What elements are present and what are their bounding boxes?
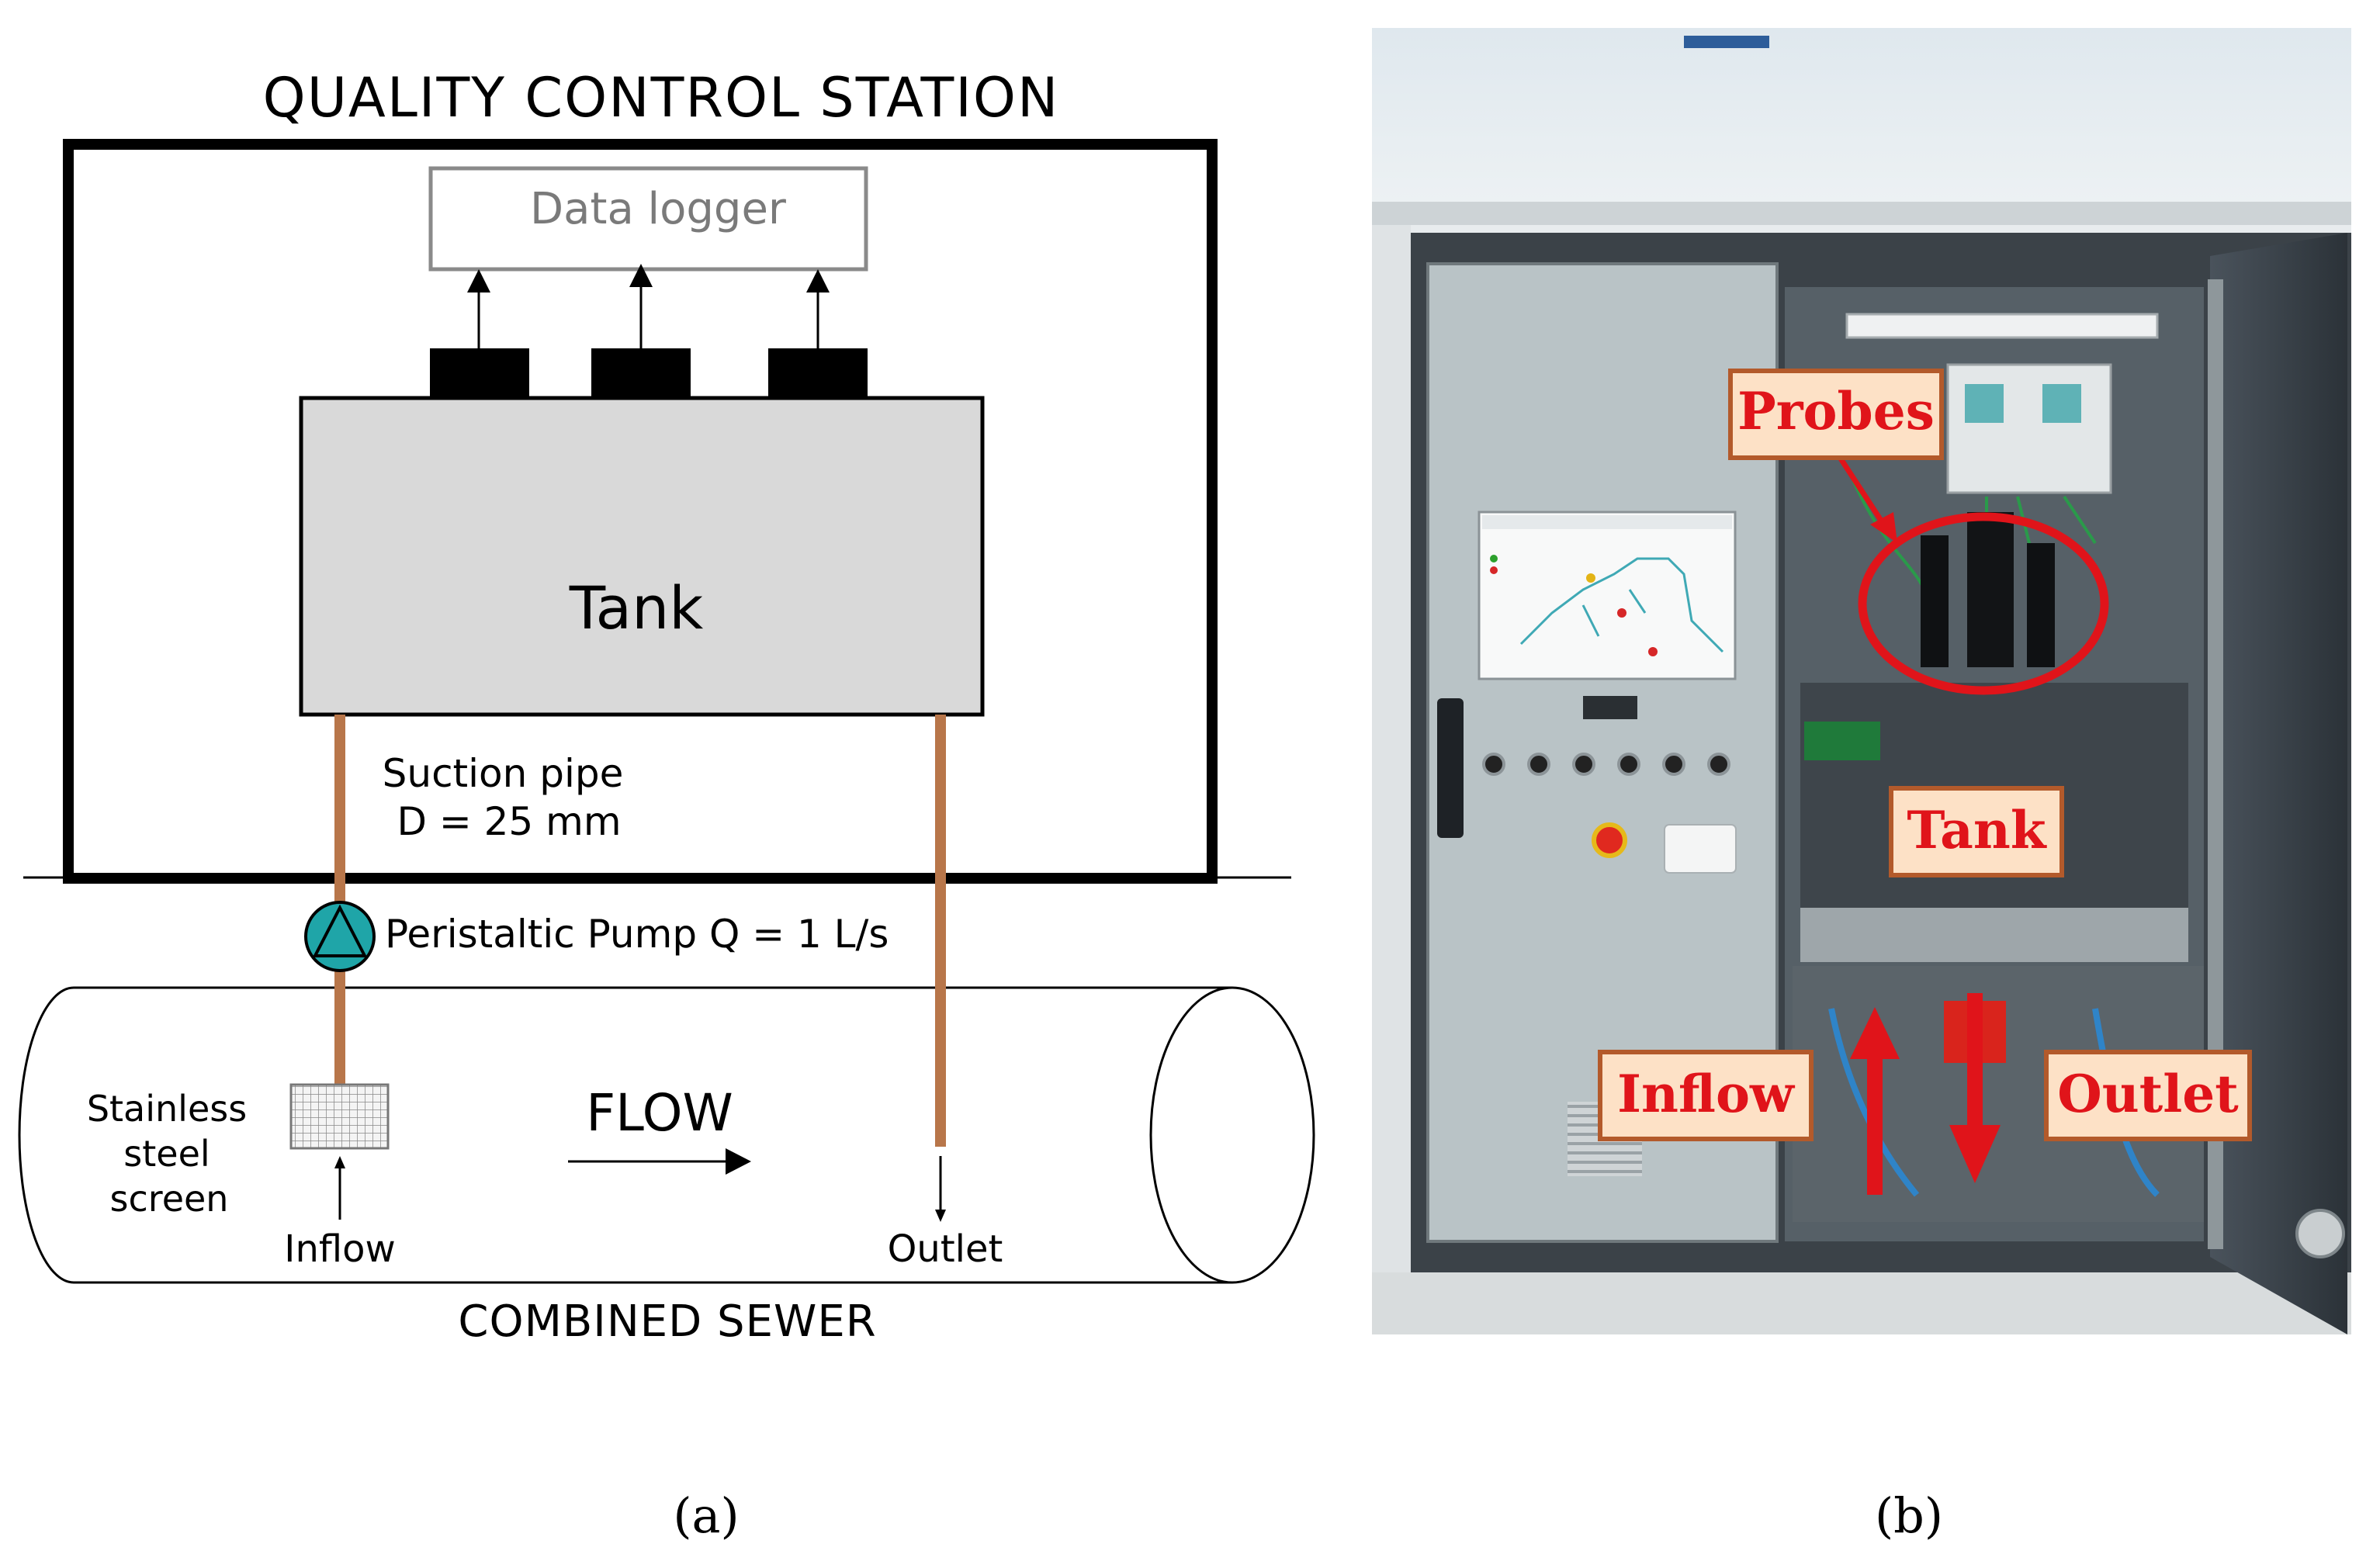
caption-b: (b) bbox=[1875, 1487, 1943, 1544]
pump-label: Peristaltic Pump Q = 1 L/s bbox=[385, 912, 889, 957]
controller-screen-2 bbox=[2042, 384, 2081, 423]
inflow-arrowhead bbox=[334, 1156, 345, 1168]
callout-tank: Tank bbox=[1889, 786, 2064, 877]
callout-probes: Probes bbox=[1728, 369, 1944, 460]
screen-label-3: screen bbox=[110, 1178, 229, 1220]
schematic-poster bbox=[1477, 511, 1737, 680]
poster-header bbox=[1482, 515, 1732, 529]
peristaltic-pump-icon bbox=[304, 901, 376, 972]
inflow-arrow-shaft bbox=[1867, 1055, 1883, 1195]
bottom-sill bbox=[1372, 1272, 2351, 1334]
white-enclosure-box bbox=[1664, 824, 1737, 874]
callout-inflow: Inflow bbox=[1598, 1050, 1814, 1141]
probe-3 bbox=[768, 348, 868, 400]
screen-label-1: Stainless bbox=[87, 1088, 247, 1130]
probe-1 bbox=[430, 348, 529, 400]
roof-band bbox=[1372, 28, 2351, 222]
right-door-frame bbox=[2208, 279, 2223, 1249]
poster-indicator-yellow bbox=[1586, 573, 1595, 583]
controller-screen-1 bbox=[1965, 384, 2004, 423]
left-wall bbox=[1372, 225, 1411, 1334]
poster-diagram-lines bbox=[1519, 557, 1724, 653]
callout-outlet: Outlet bbox=[2044, 1050, 2252, 1141]
tank-badge bbox=[1804, 722, 1880, 760]
inflow-arrow-head bbox=[1850, 1007, 1900, 1059]
probes-highlight-ring bbox=[1858, 512, 2109, 695]
outlet-arrowhead bbox=[935, 1210, 946, 1222]
outlet-label: Outlet bbox=[888, 1227, 1003, 1271]
roof-shadow bbox=[1372, 202, 2351, 225]
tank bbox=[299, 396, 985, 717]
callout-tank-label: Tank bbox=[1907, 800, 2047, 860]
poster-indicator-green bbox=[1490, 555, 1498, 562]
outlet-arrow-shaft bbox=[1967, 993, 1983, 1129]
panel-display bbox=[1583, 696, 1637, 719]
data-logger-box bbox=[428, 166, 868, 272]
panel-b-photo: Probes Tank Inflow Outlet (b) bbox=[1372, 28, 2351, 1544]
station-title: QUALITY CONTROL STATION bbox=[263, 66, 1060, 130]
probe-2 bbox=[591, 348, 691, 400]
suction-pipe-label-2: D = 25 mm bbox=[397, 799, 621, 844]
panel-a-diagram: QUALITY CONTROL STATION Data logger Tank… bbox=[18, 66, 1315, 1544]
callout-probes-label: Probes bbox=[1737, 381, 1935, 441]
cabinet-light bbox=[1845, 313, 2159, 339]
probes-pointer bbox=[1837, 455, 1888, 529]
probes-in-photo bbox=[1921, 512, 2055, 667]
tank-label: Tank bbox=[569, 573, 704, 642]
poster-indicator-red bbox=[1490, 566, 1498, 574]
flow-arrowhead bbox=[726, 1148, 751, 1175]
probes-pointer-head bbox=[1870, 512, 1897, 543]
caption-a: (a) bbox=[673, 1487, 739, 1544]
outlet-arrow-head bbox=[1949, 1125, 2001, 1183]
panel-buttons bbox=[1482, 753, 1730, 776]
door-handle bbox=[1437, 698, 1464, 838]
right-door-vent bbox=[2295, 1209, 2345, 1258]
probe-controllers bbox=[1946, 363, 2112, 494]
emergency-stop-button bbox=[1592, 822, 1627, 858]
sewer-pipe-body bbox=[18, 986, 1232, 1284]
steel-screen-icon bbox=[289, 1083, 390, 1150]
poster-indicator-red-2 bbox=[1617, 608, 1626, 618]
poster-indicator-red-3 bbox=[1648, 647, 1658, 656]
pump-triangle bbox=[312, 904, 368, 957]
suction-pipe-label-1: Suction pipe bbox=[383, 751, 624, 796]
sewer-label: COMBINED SEWER bbox=[458, 1296, 876, 1347]
screen-label-2: steel bbox=[123, 1133, 210, 1175]
right-door bbox=[2210, 233, 2347, 1334]
flow-label: FLOW bbox=[586, 1083, 733, 1143]
roof-top-accent bbox=[1684, 36, 1769, 48]
sewer-pipe-end bbox=[1149, 986, 1315, 1284]
callout-inflow-label: Inflow bbox=[1617, 1064, 1796, 1124]
tank-base bbox=[1800, 908, 2188, 962]
callout-outlet-label: Outlet bbox=[2057, 1064, 2239, 1124]
data-logger-label: Data logger bbox=[530, 184, 787, 234]
inflow-label: Inflow bbox=[284, 1227, 395, 1271]
